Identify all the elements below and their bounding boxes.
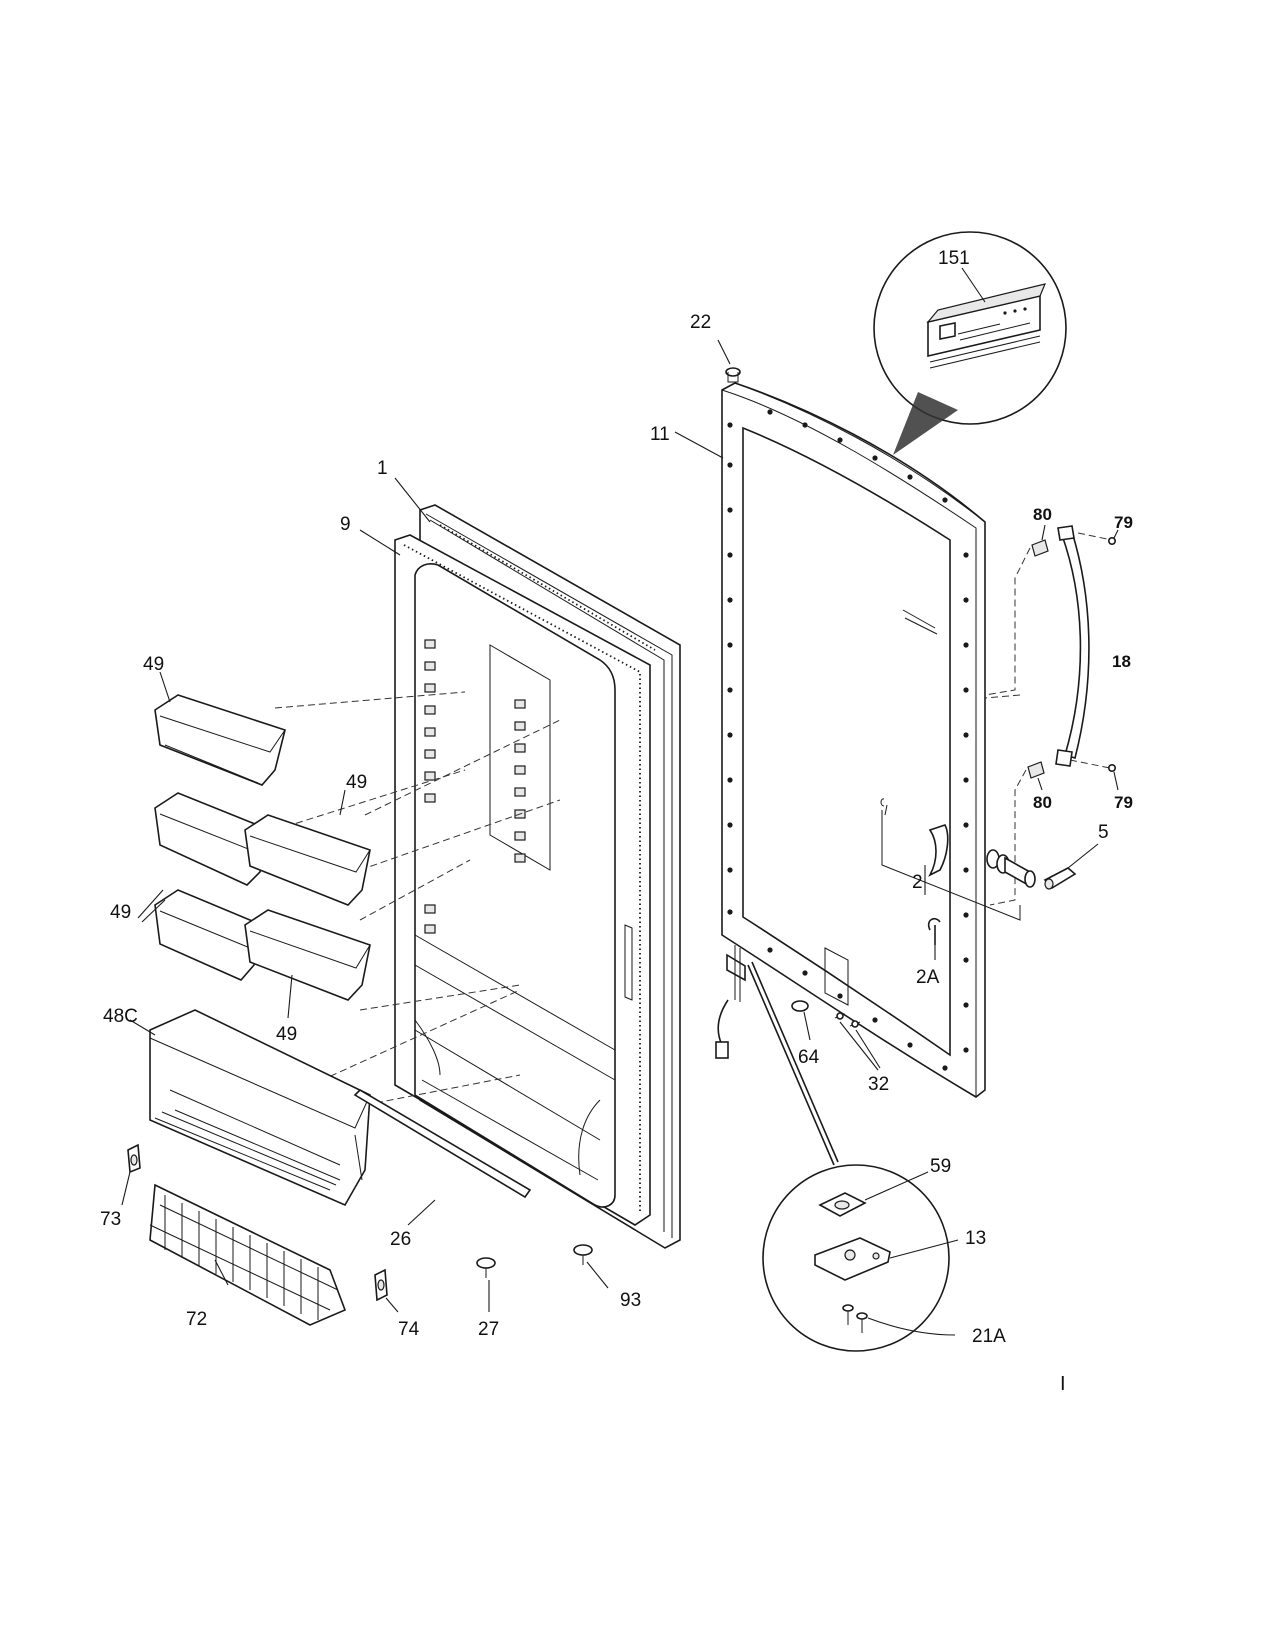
label-59: 59 xyxy=(930,1156,951,1177)
breaker-strip xyxy=(353,1088,532,1226)
label-49-middle-right: 49 xyxy=(346,772,367,793)
screw-93-icon xyxy=(573,1244,609,1289)
outer-door-panel xyxy=(715,382,986,1098)
label-1: 1 xyxy=(377,458,388,479)
label-9: 9 xyxy=(340,514,351,535)
label-32: 32 xyxy=(868,1074,889,1095)
label-48C: 48C xyxy=(103,1006,138,1027)
label-26: 26 xyxy=(390,1229,411,1250)
hinge-detail-callout xyxy=(762,1164,959,1352)
screw-32-icon xyxy=(834,1012,881,1071)
label-93: 93 xyxy=(620,1290,641,1311)
label-11: 11 xyxy=(650,424,670,445)
label-27: 27 xyxy=(478,1319,499,1340)
label-22: 22 xyxy=(690,312,711,333)
label-79-bottom: 79 xyxy=(1114,793,1133,812)
label-72: 72 xyxy=(186,1309,207,1330)
label-2A: 2A xyxy=(916,967,940,988)
hinge-bushing-59-icon xyxy=(818,1171,929,1217)
hinge-screws-21A-icon xyxy=(842,1304,956,1336)
label-18: 18 xyxy=(1112,652,1131,671)
label-80-top: 80 xyxy=(1033,505,1052,524)
shelf-clip-73-icon xyxy=(121,1143,141,1206)
cap-79-top-icon xyxy=(1108,529,1119,545)
door-bin-middle-right xyxy=(244,814,371,906)
alignment-lines xyxy=(274,691,561,1106)
control-panel-callout xyxy=(873,231,1067,455)
door-handle xyxy=(984,525,1113,906)
label-5: 5 xyxy=(1098,822,1109,843)
label-2: 2 xyxy=(912,872,923,893)
label-13: 13 xyxy=(965,1228,986,1249)
lock-assembly xyxy=(880,798,1099,960)
door-bin-bottom-right xyxy=(244,909,371,1001)
control-panel-icon xyxy=(926,283,1047,369)
label-80-bottom: 80 xyxy=(1033,793,1052,812)
screw-27-icon xyxy=(476,1257,496,1312)
inner-door-liner xyxy=(394,534,651,1226)
label-49-top: 49 xyxy=(143,654,164,675)
shelf-clip-74-icon xyxy=(374,1268,399,1313)
liner-clips xyxy=(424,639,526,934)
label-79-top: 79 xyxy=(1114,513,1133,532)
label-74: 74 xyxy=(398,1319,420,1340)
screw-80-top-icon xyxy=(1031,524,1049,557)
screw-22-icon xyxy=(717,339,741,383)
wire-shelf xyxy=(149,1183,347,1326)
panel-screw-holes xyxy=(727,409,969,1071)
door-bin-top-left xyxy=(154,694,286,786)
plug-64-icon xyxy=(791,1000,811,1041)
hinge-plate-13-icon xyxy=(814,1237,959,1281)
large-door-shelf xyxy=(149,1009,371,1207)
part-labels: 1 9 11 22 151 80 79 18 80 79 5 2 2A 64 3… xyxy=(100,248,1133,1395)
cap-79-bottom-icon xyxy=(1108,763,1119,791)
screw-80-bottom-icon xyxy=(1027,761,1045,791)
page-mark: I xyxy=(1060,1373,1066,1395)
label-64: 64 xyxy=(798,1047,820,1068)
label-73: 73 xyxy=(100,1209,121,1230)
label-21A: 21A xyxy=(972,1326,1006,1347)
label-49-left: 49 xyxy=(110,902,131,923)
label-49-bottom-right: 49 xyxy=(276,1024,297,1045)
label-151: 151 xyxy=(938,248,970,269)
